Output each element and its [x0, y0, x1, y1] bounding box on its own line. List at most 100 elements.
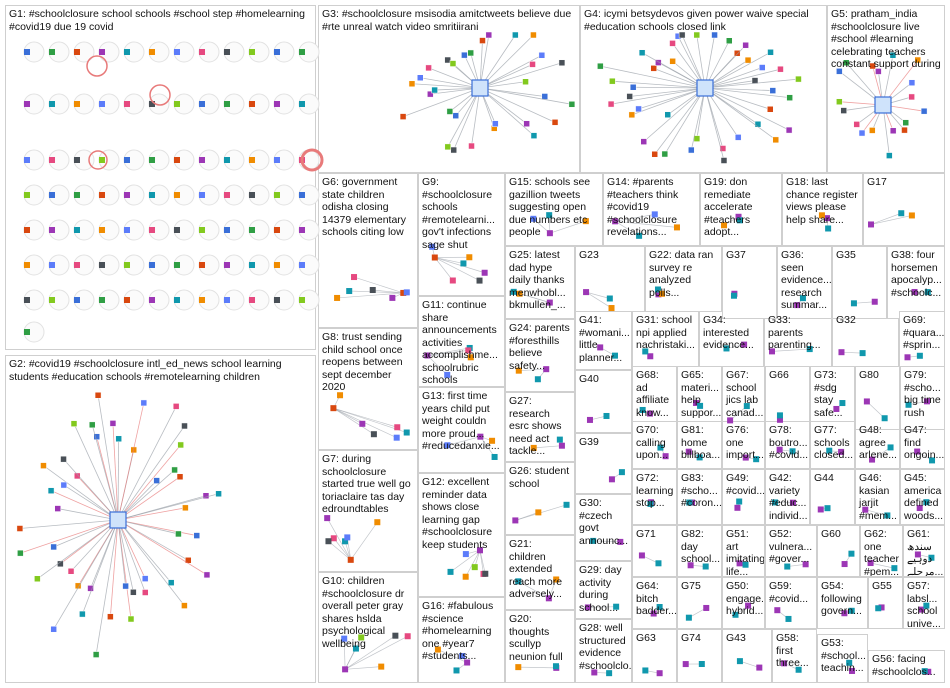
node	[611, 352, 618, 359]
node-avatar	[99, 262, 105, 268]
node	[656, 604, 663, 611]
edge	[549, 220, 586, 234]
node	[703, 604, 710, 611]
node	[122, 582, 129, 590]
node	[784, 563, 791, 570]
node	[568, 101, 576, 108]
node	[606, 295, 613, 302]
group-g34: G34: interested evidence...	[699, 311, 764, 370]
node-avatar	[49, 157, 55, 163]
edge	[434, 257, 454, 281]
node	[606, 670, 613, 677]
group-g72: G72: learning stop...	[632, 469, 677, 525]
node	[427, 90, 434, 98]
group-label: G35	[836, 249, 856, 261]
node	[449, 277, 456, 284]
group-g9: G9: #schoolclosure schools #remotelearni…	[418, 173, 505, 296]
group-label: G76: one import...	[726, 424, 764, 461]
node	[522, 78, 529, 85]
node	[850, 300, 857, 307]
node	[817, 506, 824, 513]
node	[878, 604, 885, 611]
edge	[612, 80, 706, 89]
node	[766, 106, 774, 113]
node	[651, 211, 658, 218]
edge	[117, 507, 186, 521]
group-label: G81: home billboa...	[681, 424, 721, 461]
node	[590, 537, 597, 544]
node	[171, 466, 178, 474]
node-avatar	[49, 101, 55, 107]
node	[928, 554, 935, 561]
node	[920, 107, 928, 115]
node-avatar	[124, 297, 130, 303]
node-avatar	[49, 227, 55, 233]
group-g64: G64: bitch badder...	[632, 577, 677, 629]
edge	[870, 212, 902, 225]
group-label: G36: seen evidence... research summar...	[781, 249, 832, 311]
edge	[427, 355, 448, 376]
node	[785, 615, 792, 622]
group-label: G80	[859, 369, 879, 381]
node	[215, 490, 222, 498]
node-avatar	[299, 227, 305, 233]
edge	[345, 666, 382, 670]
node	[756, 664, 763, 671]
node-avatar	[249, 101, 255, 107]
node	[481, 269, 488, 276]
node	[887, 444, 894, 451]
edge	[333, 538, 352, 561]
group-label: G63	[636, 632, 656, 644]
node	[824, 215, 831, 222]
edge	[63, 458, 119, 521]
node-avatar	[224, 192, 230, 198]
node	[836, 98, 843, 105]
node	[908, 212, 915, 219]
edge	[95, 519, 119, 655]
node	[781, 660, 788, 667]
group-g13: G13: first time years child put weight c…	[418, 387, 505, 473]
node	[914, 448, 921, 455]
node	[337, 392, 344, 399]
group-label: G27: research esrc shows need act tackle…	[509, 395, 565, 457]
node-avatar	[24, 49, 30, 55]
node	[736, 560, 743, 567]
node	[342, 538, 349, 545]
node	[597, 344, 604, 351]
node	[638, 49, 646, 56]
node	[541, 93, 549, 100]
node	[558, 59, 566, 67]
edge	[908, 401, 928, 406]
node	[868, 221, 875, 228]
node-avatar	[49, 297, 55, 303]
node	[686, 499, 693, 506]
group-label: G7: during schoolclosure started true we…	[322, 453, 414, 515]
node	[777, 65, 784, 73]
edge	[447, 436, 481, 446]
node	[833, 405, 840, 412]
group-g22: G22: data ran survey re analyzed polls..…	[645, 246, 722, 319]
avatar-hub-g2	[109, 511, 127, 529]
node	[824, 505, 831, 512]
node	[489, 437, 496, 444]
node-avatar	[199, 227, 205, 233]
node	[647, 353, 654, 360]
edge	[353, 276, 404, 294]
node	[403, 289, 410, 296]
avatar-hub-g4	[696, 79, 714, 97]
node-avatar	[99, 157, 105, 163]
node	[374, 519, 381, 526]
node	[889, 52, 897, 59]
group-label: G9: #schoolclosure schools #remotelearni…	[422, 176, 498, 251]
group-label: G72: learning stop...	[636, 472, 677, 509]
node-avatar	[174, 49, 180, 55]
node-avatar	[174, 192, 180, 198]
node-avatar	[74, 262, 80, 268]
edge	[53, 519, 119, 548]
node	[88, 421, 96, 429]
node-avatar	[274, 227, 280, 233]
group-label: G31: school npi applied nachristaki...	[636, 314, 695, 351]
node	[655, 59, 662, 66]
node	[389, 294, 396, 301]
group-g75: G75	[677, 577, 722, 629]
